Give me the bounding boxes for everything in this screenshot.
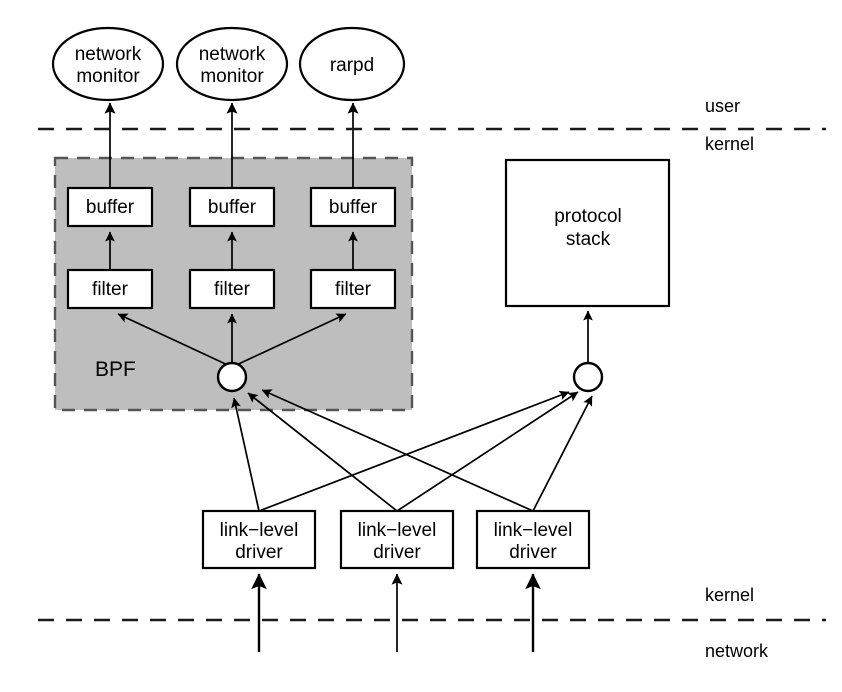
driver-node-1: link−level driver xyxy=(201,509,317,570)
bpf-junction-circle xyxy=(216,361,248,393)
buffer-nodes: buffer buffer buffer xyxy=(66,186,397,228)
driver-box-2 xyxy=(339,509,455,570)
buffer-label-2: buffer xyxy=(208,197,257,218)
boundary-top: user kernel xyxy=(38,96,826,154)
buffer-label-3: buffer xyxy=(329,197,378,218)
arrow-bpf-to-filter3 xyxy=(231,313,347,368)
arrow-driver3-to-bpf xyxy=(261,389,534,512)
buffer-to-process-arrows xyxy=(104,102,359,188)
buffer-box-3 xyxy=(309,186,397,228)
filter-label-2: filter xyxy=(214,279,251,300)
driver-label-1-line2: driver xyxy=(235,542,283,563)
protocol-junction-circle xyxy=(572,361,604,393)
driver-label-2-line1: link−level xyxy=(358,520,437,541)
user-process-label-2-line2: monitor xyxy=(200,66,264,87)
user-process-nodes: network monitor network monitor rarpd xyxy=(51,26,406,102)
driver-to-bpf-arrows xyxy=(231,389,534,512)
bpf-region-label: BPF xyxy=(95,358,136,381)
arrow-bpf-to-filter1 xyxy=(117,313,233,368)
driver-nodes: link−level driver link−level driver link… xyxy=(201,509,591,570)
user-process-node-1: network monitor xyxy=(51,26,165,102)
boundary-bottom-below-label: network xyxy=(705,641,769,661)
driver-label-1-line1: link−level xyxy=(220,520,299,541)
arrow-driver1-to-protocol xyxy=(258,390,570,512)
user-process-ellipse-3 xyxy=(298,26,406,102)
boundary-top-above-label: user xyxy=(705,96,740,116)
driver-node-2: link−level driver xyxy=(339,509,455,570)
bpf-to-filter-arrows xyxy=(117,313,347,368)
driver-label-3-line1: link−level xyxy=(494,520,573,541)
filter-node-2: filter xyxy=(188,268,276,310)
driver-to-protocol-arrows xyxy=(258,390,593,512)
user-process-node-2: network monitor xyxy=(175,26,289,102)
boundary-bottom: kernel network xyxy=(38,585,826,661)
network-to-driver-arrows xyxy=(251,573,541,652)
filter-box-1 xyxy=(66,268,154,310)
filter-nodes: filter filter filter xyxy=(66,268,397,310)
arrow-driver1-to-bpf xyxy=(231,397,260,512)
boundary-top-below-label: kernel xyxy=(705,134,754,154)
user-process-node-3: rarpd xyxy=(298,26,406,102)
driver-label-3-line2: driver xyxy=(509,542,557,563)
filter-node-1: filter xyxy=(66,268,154,310)
user-process-ellipse-2 xyxy=(175,26,289,102)
driver-box-3 xyxy=(475,509,591,570)
driver-box-1 xyxy=(201,509,317,570)
filter-box-3 xyxy=(309,268,397,310)
buffer-node-1: buffer xyxy=(66,186,154,228)
boundary-bottom-above-label: kernel xyxy=(705,585,754,605)
arrow-driver2-to-protocol xyxy=(396,391,579,512)
arrow-driver3-to-protocol xyxy=(532,395,593,512)
protocol-stack-label-line2: stack xyxy=(566,229,611,250)
driver-label-2-line2: driver xyxy=(373,542,421,563)
buffer-box-2 xyxy=(188,186,276,228)
buffer-node-2: buffer xyxy=(188,186,276,228)
user-process-label-3-line1: rarpd xyxy=(330,55,374,76)
protocol-stack-label-line1: protocol xyxy=(554,206,622,227)
buffer-box-1 xyxy=(66,186,154,228)
filter-node-3: filter xyxy=(309,268,397,310)
user-process-label-1-line2: monitor xyxy=(76,66,140,87)
protocol-stack-node: protocol stack xyxy=(504,158,671,308)
protocol-stack-box xyxy=(504,158,671,308)
buffer-label-1: buffer xyxy=(86,197,135,218)
filter-box-2 xyxy=(188,268,276,310)
user-process-label-2-line1: network xyxy=(199,44,266,65)
user-process-label-1-line1: network xyxy=(75,44,142,65)
arrow-driver2-to-bpf xyxy=(247,392,398,512)
filter-label-3: filter xyxy=(335,279,372,300)
driver-node-3: link−level driver xyxy=(475,509,591,570)
buffer-node-3: buffer xyxy=(309,186,397,228)
filter-label-1: filter xyxy=(92,279,129,300)
filter-to-buffer-arrows xyxy=(105,231,358,270)
user-process-ellipse-1 xyxy=(51,26,165,102)
